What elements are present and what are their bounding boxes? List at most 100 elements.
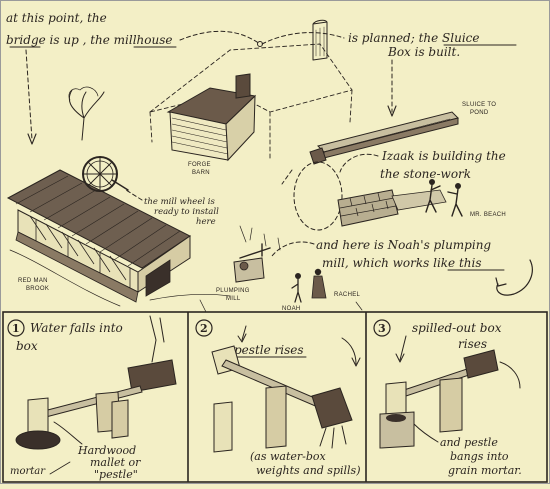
wheel-pointer	[125, 189, 143, 201]
shed-chimney	[235, 73, 251, 99]
stone-pile	[391, 189, 447, 211]
panel-2-pointer	[241, 325, 247, 341]
panel-1-caption-line1: Water falls into	[30, 321, 123, 335]
panel-2-number: 2	[200, 322, 208, 335]
wheel-pit-outline	[293, 161, 343, 231]
panel-3-pivot-post	[439, 377, 463, 433]
tree-branches	[68, 89, 105, 141]
pointer-sluice	[261, 32, 345, 45]
panel-3-note-line3: grain mortar.	[448, 464, 522, 477]
stone-courses	[339, 192, 397, 217]
panel-1-note-line2: mallet or	[90, 456, 141, 469]
panel-1-note-pointer	[53, 421, 83, 445]
label-red-man: RED MAN	[18, 278, 48, 284]
millhouse-chimney	[312, 19, 328, 61]
panel-1-number: 1	[12, 322, 20, 335]
top-note-line3: is planned; the Sluice	[348, 31, 480, 45]
panel-1-note-line1: Hardwood	[77, 444, 136, 457]
sluice-end	[309, 147, 327, 165]
wheel-axle	[111, 179, 129, 191]
mini-mill-beam	[239, 243, 271, 259]
panel-3-note-pointer	[413, 423, 439, 443]
panel-3-caption-line1: spilled-out box	[412, 321, 502, 335]
chimney-hatch	[315, 26, 325, 57]
swirl-arrow-head	[495, 277, 507, 287]
small-plumping-mill: PLUMPING MILL	[216, 243, 271, 302]
bridge-portal	[145, 259, 171, 297]
panel-1-side-label: mortar	[10, 466, 46, 477]
mini-mill-mortar	[239, 261, 249, 271]
panel-1-number-circle	[7, 319, 25, 337]
panel-2-pointer-head	[237, 333, 247, 343]
tree-canopy	[68, 86, 99, 101]
noah-note: and here is Noah's plumping mill, which …	[271, 238, 533, 296]
izaak-pointer	[339, 153, 379, 173]
label-mill: MILL	[226, 296, 241, 302]
panel-2-number-circle	[195, 319, 213, 337]
label-sluice-to: SLUICE TO	[462, 102, 496, 108]
tree	[68, 86, 105, 141]
top-note: at this point, the bridge is up , the mi…	[6, 11, 517, 145]
panel-3-rise-arrow	[499, 361, 521, 389]
shed-side	[225, 94, 256, 162]
panel-1-caption-line2: box	[16, 339, 38, 353]
panel-3-pointer-head	[395, 353, 405, 363]
wheel-pit-pointer	[281, 169, 293, 185]
label-mr-beach: MR. BEACH	[470, 212, 506, 218]
bridge-truss	[29, 215, 131, 288]
panel-3-number: 3	[378, 322, 386, 335]
panel-2-mortar-post	[213, 401, 233, 453]
workers: MR. BEACH	[425, 179, 506, 218]
panel-3-water-box	[463, 349, 499, 379]
panel-2-note-line1: (as water-box	[250, 450, 327, 463]
wheel-spokes	[83, 157, 117, 191]
panel-3-pointer	[399, 335, 407, 361]
noah-note-line2: mill, which works like this	[322, 256, 482, 270]
panel-2-note-line2: weights and spills)	[256, 464, 361, 477]
shed-planks	[171, 117, 229, 155]
millhouse-walls	[149, 89, 353, 161]
label-brook: BROOK	[26, 286, 49, 292]
pointer-millhouse	[179, 30, 261, 45]
wheel-note-line2: ready to install	[154, 207, 219, 217]
panel-2-water-box	[311, 387, 353, 429]
pointer-box-head	[387, 105, 397, 117]
label-barn: BARN	[192, 170, 210, 176]
panel-1-water-box	[127, 359, 177, 393]
stone-work	[337, 189, 447, 227]
panel-2-caption: pestle rises	[234, 343, 304, 357]
panel-3-note-line2: bangs into	[450, 450, 509, 463]
panel-2: 2 pestle rises (as water-box weights and…	[195, 319, 361, 477]
bridge-deck	[15, 231, 139, 303]
panel-3-mortar-hole	[386, 414, 406, 422]
noah-pointer	[271, 241, 315, 257]
rachel-figure	[311, 268, 327, 299]
panel-3-caption-line2: rises	[458, 337, 487, 351]
wheel-note-line3: here	[196, 217, 216, 227]
pointer-bridge-head	[27, 133, 37, 145]
label-plumping: PLUMPING	[216, 288, 250, 294]
izaak-note-line1: Izaak is building the	[381, 149, 506, 163]
izaak-note-line2: the stone-work	[380, 167, 471, 181]
label-rachel: RACHEL	[334, 292, 361, 298]
panel-3-note-line1: and pestle	[440, 436, 498, 449]
sluice-grain	[329, 118, 451, 151]
panel-2-water-arrow	[341, 337, 357, 365]
panel-1-note-line3: "pestle"	[94, 468, 138, 481]
label-pond: POND	[470, 110, 489, 116]
wheel-note-line1: the mill wheel is	[144, 197, 215, 207]
panel-1-mortar	[15, 430, 61, 450]
grass-strokes	[199, 225, 363, 313]
swirl-arrow	[496, 259, 533, 296]
noah-rachel: NOAH RACHEL	[282, 268, 361, 312]
brook-banks	[9, 249, 231, 307]
stone-wall	[337, 189, 399, 227]
mini-mill-base	[233, 257, 265, 283]
pointer-bridge	[25, 49, 33, 141]
noah-figure	[291, 273, 302, 303]
forge-barn: FORGE BARN	[166, 73, 257, 176]
panel-2-spill	[319, 425, 347, 449]
panel-1-post-2	[111, 399, 129, 439]
